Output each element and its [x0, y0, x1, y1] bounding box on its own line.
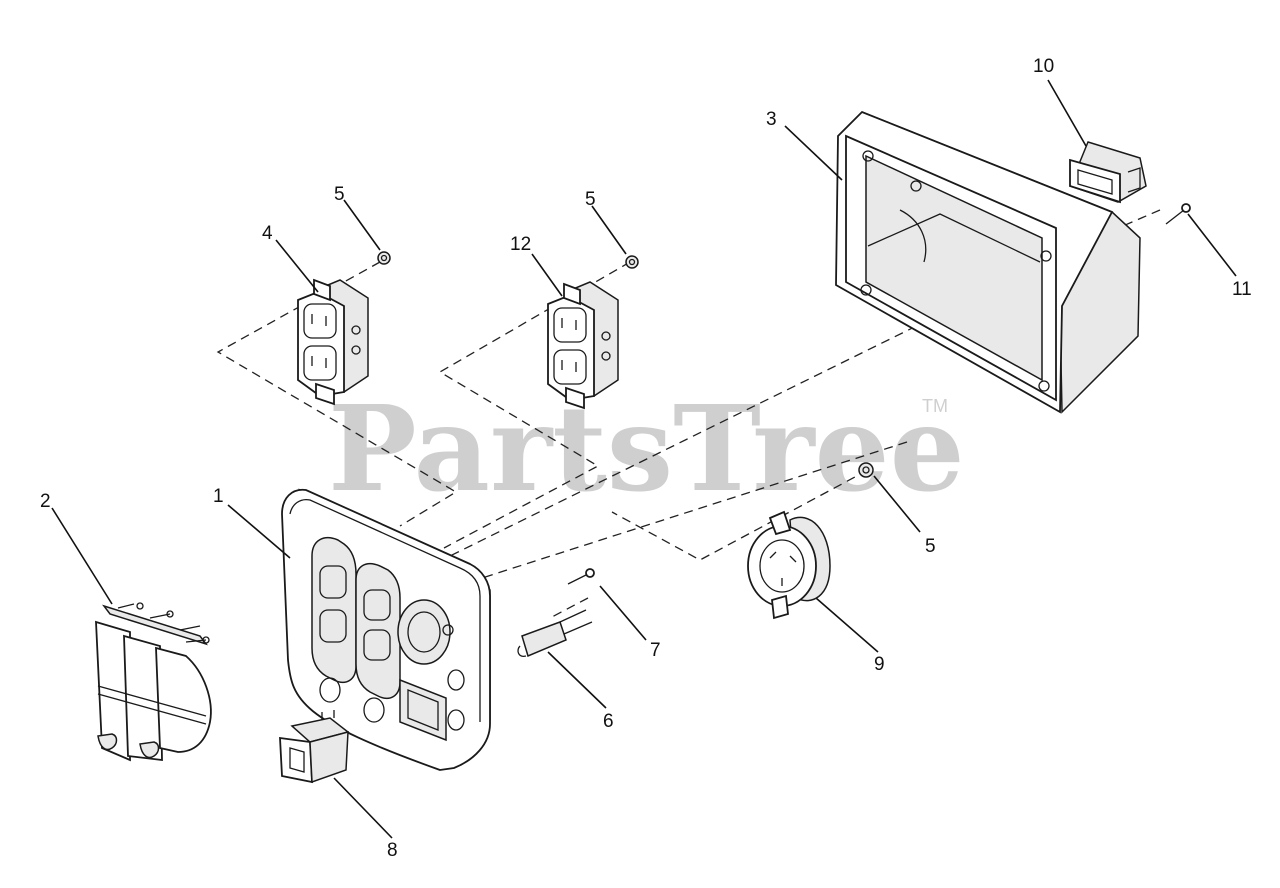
part-nut-5c[interactable]: [858, 462, 874, 478]
watermark-text: PartsTree: [328, 379, 965, 518]
part-twistlock-receptacle-9[interactable]: [747, 510, 831, 620]
callout-8: 8: [387, 840, 398, 861]
callout-5-center: 5: [585, 189, 596, 210]
callout-7: 7: [650, 640, 661, 661]
part-rear-housing[interactable]: [835, 110, 1141, 414]
callout-11: 11: [1232, 279, 1252, 300]
part-nut-5b[interactable]: [625, 255, 639, 269]
part-control-panel[interactable]: [281, 488, 491, 771]
part-screw-11[interactable]: [1165, 203, 1191, 225]
callout-leaders: [51, 79, 1237, 839]
callout-5-right: 5: [925, 536, 936, 557]
callout-2: 2: [40, 491, 51, 512]
callout-1: 1: [213, 486, 224, 507]
callout-5-left: 5: [334, 184, 345, 205]
callout-4: 4: [262, 223, 273, 244]
part-nut-5a[interactable]: [377, 251, 391, 265]
callout-9: 9: [874, 654, 885, 675]
part-duplex-outlet-12[interactable]: [547, 281, 619, 410]
callout-3: 3: [766, 109, 777, 130]
part-outlet-cover[interactable]: [95, 602, 212, 762]
part-rocker-switch-8[interactable]: [279, 710, 350, 784]
callout-10: 10: [1033, 56, 1054, 77]
watermark-trademark: TM: [922, 396, 948, 416]
callout-12: 12: [510, 234, 531, 255]
part-screw-7[interactable]: [567, 568, 595, 585]
callout-labels: 1 2 3 4 5 5 5 6 7 8 9 10 11 12: [40, 56, 1252, 861]
part-module-10[interactable]: [1069, 141, 1147, 204]
callout-6: 6: [603, 711, 614, 732]
part-lead-6[interactable]: [517, 609, 593, 658]
part-duplex-outlet-4[interactable]: [297, 278, 369, 406]
